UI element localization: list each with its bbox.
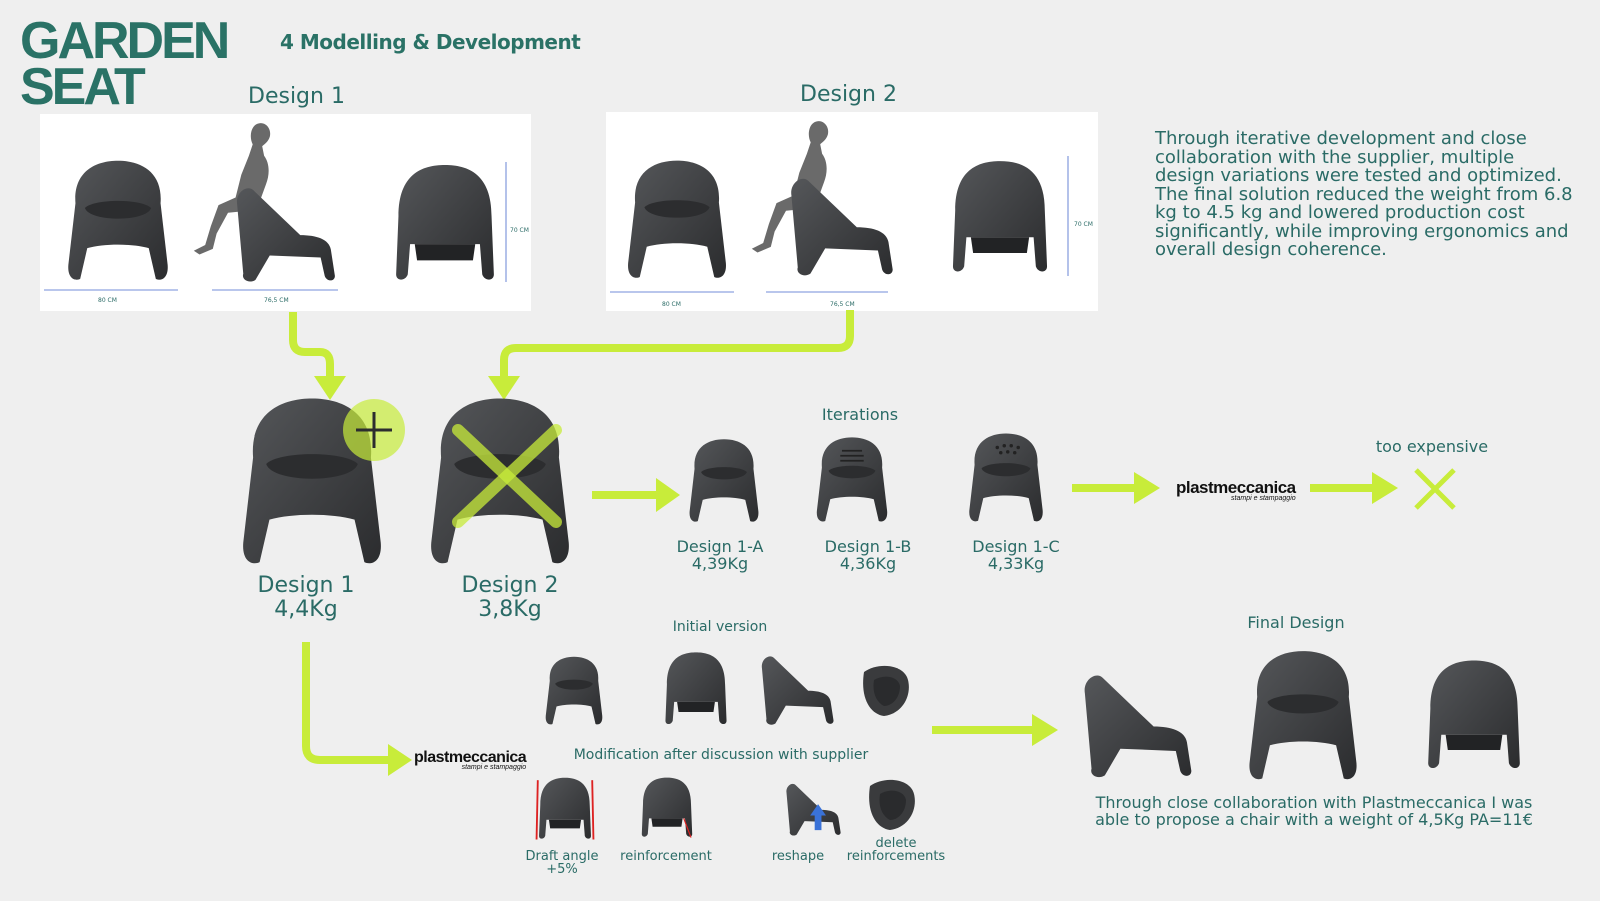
iteration-1c-name: Design 1-C bbox=[972, 537, 1060, 556]
design-2-compare-name: Design 2 bbox=[461, 573, 559, 598]
iteration-1b-label: Design 1-B 4,36Kg bbox=[808, 538, 928, 572]
reject-x-icon bbox=[452, 424, 562, 528]
supplier-tagline-top: stampi e stampaggio bbox=[1231, 495, 1296, 502]
supplier-name-bottom: plastmeccanica bbox=[414, 749, 527, 766]
reshape-label: reshape bbox=[771, 849, 825, 864]
design-1-width-dimension: 80 CM bbox=[98, 297, 117, 304]
mod-draft-angle-view bbox=[535, 774, 595, 840]
initial-version-heading: Initial version bbox=[672, 619, 768, 635]
design-1-compare-weight: 4,4Kg bbox=[274, 597, 338, 622]
design-1-views-panel: 80 CM 76,5 CM 70 CM bbox=[40, 114, 531, 311]
logo-line-1: GARDEN bbox=[20, 12, 230, 70]
plus-icon bbox=[343, 399, 405, 461]
iteration-1a-weight: 4,39Kg bbox=[691, 554, 749, 573]
mod-delete-reinforcements-view bbox=[869, 779, 915, 830]
mod-reinforcement-view bbox=[632, 774, 702, 838]
iteration-1c-label: Design 1-C 4,33Kg bbox=[956, 538, 1076, 572]
iteration-1b-name: Design 1-B bbox=[824, 537, 912, 556]
final-side-view bbox=[1070, 660, 1204, 782]
too-expensive-x-icon bbox=[1414, 468, 1456, 510]
design-2-compare-weight: 3,8Kg bbox=[478, 597, 542, 622]
delete-reinforcements-label: delete reinforcements bbox=[846, 836, 946, 864]
design-2-heading: Design 2 bbox=[800, 82, 897, 107]
design-1-dimension-lines bbox=[44, 162, 507, 291]
initial-side-view bbox=[752, 646, 842, 728]
iteration-1a-name: Design 1-A bbox=[676, 537, 764, 556]
iteration-1a-label: Design 1-A 4,39Kg bbox=[660, 538, 780, 572]
iteration-1a-chair bbox=[680, 436, 768, 526]
draft-angle-label: Draft angle +5% bbox=[525, 849, 599, 877]
final-design-caption: Through close collaboration with Plastme… bbox=[1095, 793, 1533, 829]
final-design-heading: Final Design bbox=[1247, 613, 1345, 632]
garden-seat-logo: GARDEN SEAT bbox=[20, 12, 230, 116]
iteration-1c-chair bbox=[958, 430, 1054, 526]
too-expensive-label: too expensive bbox=[1375, 437, 1489, 456]
supplier-name-top: plastmeccanica bbox=[1176, 478, 1296, 497]
design-1-height-dimension: 70 CM bbox=[510, 227, 529, 234]
initial-underside-view bbox=[863, 665, 909, 716]
iteration-1c-weight: 4,33Kg bbox=[987, 554, 1045, 573]
final-back-view bbox=[1418, 654, 1530, 774]
initial-back-view bbox=[658, 648, 734, 728]
design-2-width-dimension: 80 CM bbox=[662, 301, 681, 308]
design-2-compare-label: Design 2 3,8Kg bbox=[440, 574, 580, 622]
design-1-heading: Design 1 bbox=[248, 84, 345, 109]
reinforcement-label: reinforcement bbox=[620, 849, 712, 864]
design-1-depth-dimension: 76,5 CM bbox=[264, 297, 289, 304]
design-2-dimension-lines bbox=[610, 156, 1069, 293]
design-1-compare-name: Design 1 bbox=[257, 573, 355, 598]
final-front-view bbox=[1234, 646, 1372, 786]
section-title: 4 Modelling & Development bbox=[280, 30, 581, 54]
supplier-logo-bottom: plastmeccanica stampi e stampaggio bbox=[414, 749, 527, 771]
modification-heading: Modification after discussion with suppl… bbox=[573, 747, 869, 763]
iterations-heading: Iterations bbox=[821, 405, 899, 424]
intro-paragraph: Through iterative development and close … bbox=[1155, 128, 1573, 260]
supplier-tagline-bottom: stampi e stampaggio bbox=[461, 764, 527, 771]
design-2-depth-dimension: 76,5 CM bbox=[830, 301, 855, 308]
supplier-logo-top: plastmeccanica stampi e stampaggio bbox=[1176, 478, 1296, 502]
logo-line-2: SEAT bbox=[20, 58, 146, 116]
design-2-views-panel: 80 CM 76,5 CM 70 CM bbox=[606, 112, 1098, 311]
iteration-1b-weight: 4,36Kg bbox=[839, 554, 897, 573]
initial-front-view bbox=[534, 654, 614, 728]
mod-reshape-view bbox=[778, 776, 848, 838]
design-1-compare-label: Design 1 4,4Kg bbox=[236, 574, 376, 622]
design-2-height-dimension: 70 CM bbox=[1074, 221, 1093, 228]
iteration-1b-chair bbox=[806, 434, 898, 526]
